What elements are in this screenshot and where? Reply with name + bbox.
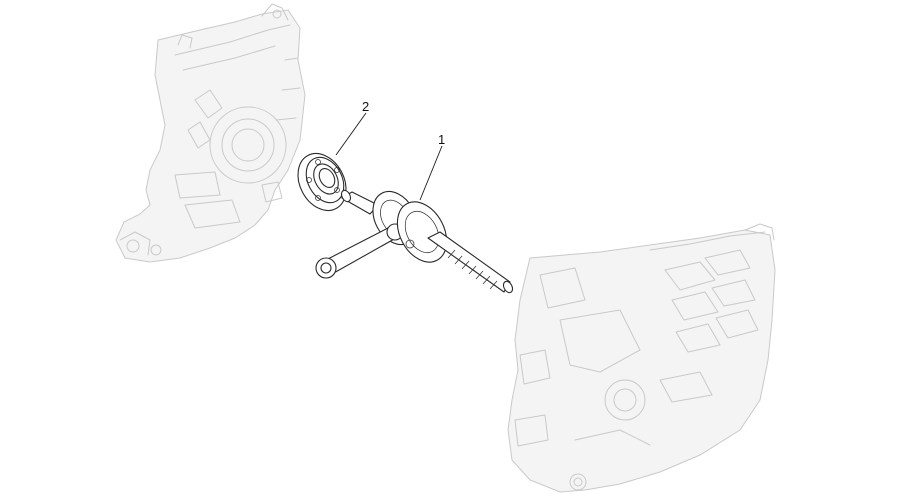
callout-number-2: 2 [362,99,369,114]
callout-number-1: 1 [438,132,445,147]
crankshaft-assembly [315,189,514,294]
leader-line-1 [419,145,443,201]
callout-leaders [335,112,443,201]
right-crankcase-half [507,223,776,493]
left-crankcase-half [115,3,306,263]
leader-line-2 [335,112,367,156]
bearing [297,153,347,211]
